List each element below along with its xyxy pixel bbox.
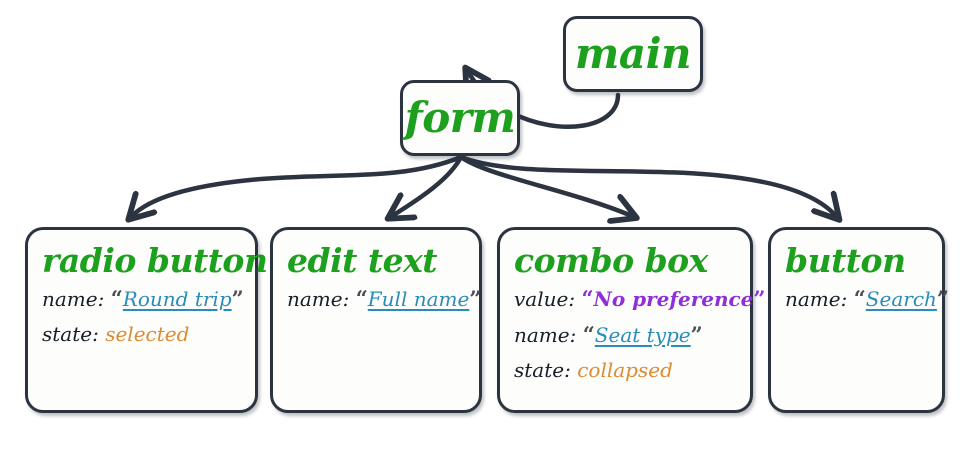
property-row: name: “Round trip” [42, 285, 244, 311]
property-list: name: “Search” [785, 285, 949, 311]
quote-open: “ [355, 285, 368, 311]
edge-form-to-edit-text [392, 154, 464, 216]
node-form[interactable]: form [400, 80, 520, 156]
node-form-label: form [404, 93, 516, 142]
property-value: collapsed [577, 357, 673, 382]
property-key: name: [514, 322, 577, 347]
node-main[interactable]: main [563, 16, 703, 92]
property-row: name: “Search” [785, 285, 949, 311]
property-list: name: “Full name” [287, 285, 481, 311]
node-combo-box[interactable]: combo box value: “No preference” name: “… [497, 227, 766, 413]
quote-close: ” [469, 285, 482, 311]
property-key: state: [514, 357, 571, 382]
property-list: name: “Round trip” state: selected [42, 285, 244, 344]
property-key: state: [42, 321, 99, 346]
quote-close: ” [690, 321, 703, 347]
property-value: Full name [367, 286, 470, 311]
node-button[interactable]: button name: “Search” [768, 227, 949, 413]
property-key: name: [785, 286, 848, 311]
quote-close: ” [936, 285, 949, 311]
node-edit-text-label: edit text [287, 241, 438, 280]
property-list: value: “No preference” name: “Seat type”… [514, 285, 766, 380]
edge-form-to-combo-box [458, 154, 632, 216]
property-row: value: “No preference” [514, 285, 766, 311]
property-row: state: collapsed [514, 360, 736, 380]
quote-open: “ [110, 285, 123, 311]
property-row: name: “Full name” [287, 285, 481, 311]
quote-open: “ [581, 285, 594, 311]
property-key: name: [42, 286, 105, 311]
property-value: Search [865, 286, 937, 311]
property-row: state: selected [42, 324, 241, 344]
node-button-label: button [785, 241, 906, 280]
quote-close: ” [753, 285, 766, 311]
node-radio-button[interactable]: radio button name: “Round trip” state: s… [25, 227, 268, 413]
property-value: No preference [593, 286, 754, 311]
node-combo-box-label: combo box [514, 241, 708, 280]
property-key: value: [514, 286, 576, 311]
node-radio-button-label: radio button [42, 241, 268, 280]
property-value: Round trip [122, 286, 232, 311]
property-value: Seat type [594, 322, 691, 347]
edge-form-to-radio-button [132, 154, 464, 216]
node-main-label: main [574, 29, 692, 78]
edge-form-to-button [458, 154, 836, 216]
property-row: name: “Seat type” [514, 324, 736, 345]
property-key: name: [287, 286, 350, 311]
property-value: selected [105, 321, 190, 346]
node-edit-text[interactable]: edit text name: “Full name” [270, 227, 482, 413]
quote-open: “ [853, 285, 866, 311]
quote-open: “ [582, 321, 595, 347]
quote-close: ” [231, 285, 244, 311]
